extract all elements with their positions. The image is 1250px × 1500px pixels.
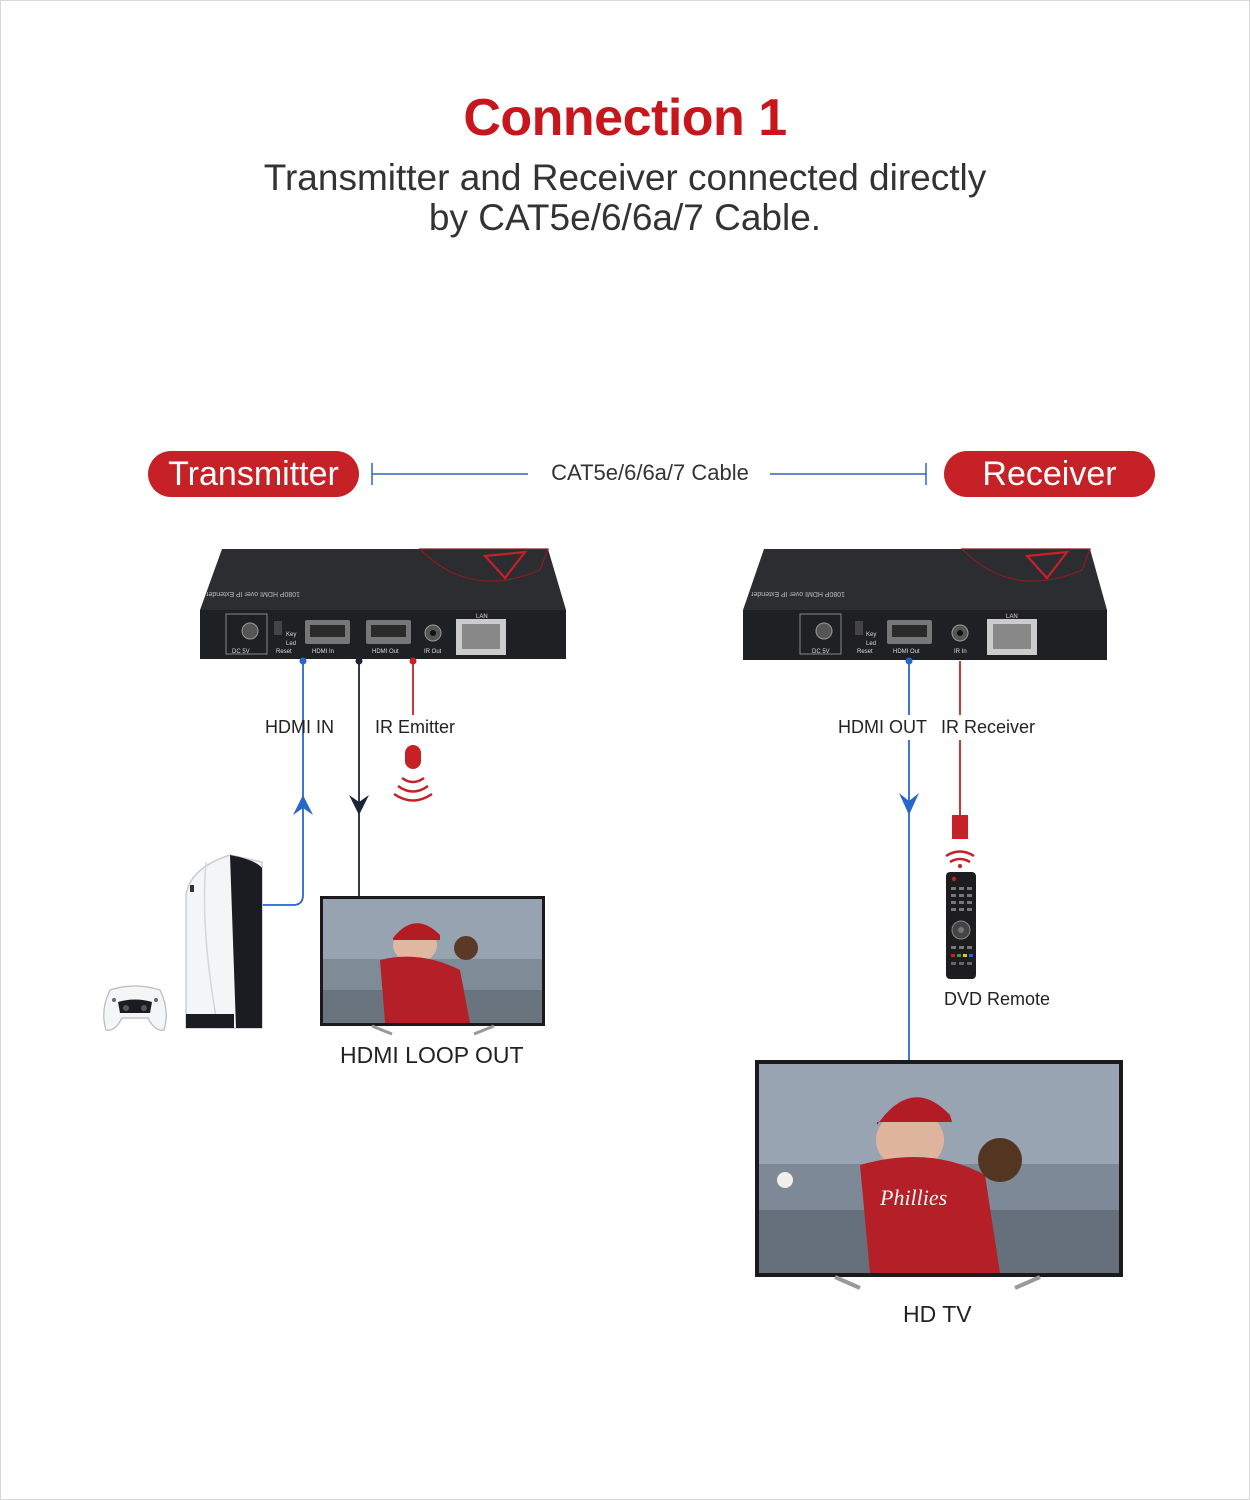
ir-receiver-icon [952,815,968,839]
tx-port-hdmi-out: HDMI Out [372,649,399,655]
hdmi-loop-out-label: HDMI LOOP OUT [340,1042,524,1068]
rx-hdmi-out-wire [899,657,919,1060]
rx-port-dc: DC 5V [812,649,830,655]
cable-line [371,463,927,485]
tx-port-dc: DC 5V [232,649,250,655]
jersey-logo: Phillies [879,1185,947,1210]
loop-out-tv [320,896,545,1036]
transmitter-top-text: 1080P HDMI over IP Extender [205,590,300,597]
rx-port-ir-in: IR In [954,649,967,655]
down-arrow-icon [899,793,919,815]
rx-port-lan: LAN [1006,614,1018,620]
tx-loop-out-wire [349,657,369,897]
rx-ir-receiver-wire [952,661,968,839]
transmitter-badge: Transmitter [148,451,359,497]
game-controller [103,985,167,1031]
tx-port-lan: LAN [476,614,488,620]
ir-emitter-label: IR Emitter [375,717,456,737]
down-arrow-icon [349,795,369,815]
subtitle-line-2: by CAT5e/6/6a/7 Cable. [428,197,822,238]
receiver-badge: Receiver [944,451,1155,497]
page-title: Connection 1 [463,89,787,147]
ir-emitter-icon [393,745,433,802]
rx-port-key: Key [866,632,876,638]
cable-label: CAT5e/6/6a/7 Cable [551,460,749,485]
tx-port-hdmi-in: HDMI In [312,649,334,655]
dvd-remote-label: DVD Remote [944,989,1051,1009]
hdmi-out-label: HDMI OUT [838,717,927,737]
up-arrow-icon [293,795,313,815]
tx-port-reset: Reset [276,649,292,655]
hd-tv-label: HD TV [903,1301,972,1327]
transmitter-device: 1080P HDMI over IP Extender DC 5V Key Le… [200,548,566,659]
receiver-top-text: 1080P HDMI over IP Extender [750,590,845,597]
hd-tv: Phillies [755,1060,1123,1290]
tx-port-led: Led [286,641,296,647]
tx-ir-emitter-wire [409,657,417,715]
rx-port-led: Led [866,641,876,647]
tx-port-ir-out: IR Out [424,649,442,655]
dvd-remote [945,850,976,979]
rx-port-hdmi-out: HDMI Out [893,649,920,655]
page-subtitle: Transmitter and Receiver connected direc… [0,158,1250,238]
hdmi-in-label: HDMI IN [265,717,334,737]
rx-port-reset: Reset [857,649,873,655]
game-console [185,854,263,1029]
tx-port-key: Key [286,632,296,638]
subtitle-line-1: Transmitter and Receiver connected direc… [263,157,987,198]
wireless-signal-icon [949,857,971,864]
receiver-device: 1080P HDMI over IP Extender DC 5V Key Le… [743,548,1107,660]
ir-receiver-label: IR Receiver [941,717,1036,737]
tx-hdmi-in-wire [262,657,313,906]
